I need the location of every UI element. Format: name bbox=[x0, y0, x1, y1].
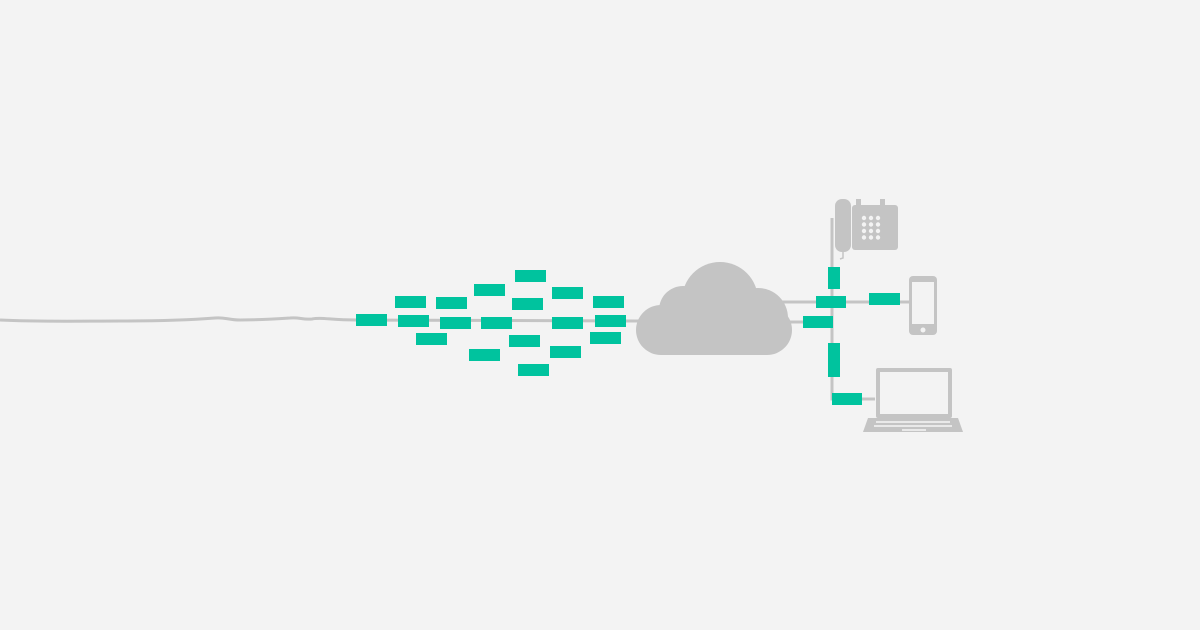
data-packet bbox=[816, 296, 846, 308]
data-packet bbox=[469, 349, 500, 361]
keypad-key bbox=[868, 222, 874, 227]
data-packet bbox=[481, 317, 512, 329]
keypad-key bbox=[868, 228, 874, 234]
data-packet bbox=[869, 293, 900, 305]
data-packet bbox=[509, 335, 540, 347]
keypad-key bbox=[875, 215, 881, 221]
data-packet bbox=[803, 316, 833, 328]
data-packet bbox=[828, 343, 840, 377]
laptop-icon bbox=[863, 368, 963, 432]
keypad-key bbox=[875, 228, 881, 234]
data-packet bbox=[550, 346, 581, 358]
data-packet bbox=[518, 364, 549, 376]
data-packet bbox=[440, 317, 471, 329]
data-packet bbox=[398, 315, 429, 327]
smartphone-icon bbox=[909, 276, 937, 335]
data-packet bbox=[395, 296, 426, 308]
data-packet bbox=[828, 267, 840, 289]
data-packet bbox=[515, 270, 546, 282]
keypad-key bbox=[868, 215, 874, 221]
data-packet bbox=[512, 298, 543, 310]
cloud-icon bbox=[636, 262, 792, 355]
keypad-key bbox=[861, 228, 867, 234]
keypad-key bbox=[868, 235, 874, 240]
data-packet bbox=[590, 332, 621, 344]
desk-phone-icon bbox=[835, 199, 898, 260]
keypad-key bbox=[875, 235, 881, 240]
keypad-key bbox=[861, 222, 867, 227]
data-packet bbox=[552, 317, 583, 329]
data-packet bbox=[832, 393, 862, 405]
data-packets bbox=[356, 267, 900, 405]
data-packet bbox=[552, 287, 583, 299]
data-packet bbox=[593, 296, 624, 308]
keypad-key bbox=[861, 215, 867, 221]
data-packet bbox=[416, 333, 447, 345]
data-packet bbox=[436, 297, 467, 309]
input-cable bbox=[0, 316, 641, 323]
data-packet bbox=[474, 284, 505, 296]
keypad-key bbox=[875, 222, 881, 227]
keypad-key bbox=[861, 235, 867, 240]
data-packet bbox=[356, 314, 387, 326]
data-packet bbox=[595, 315, 626, 327]
